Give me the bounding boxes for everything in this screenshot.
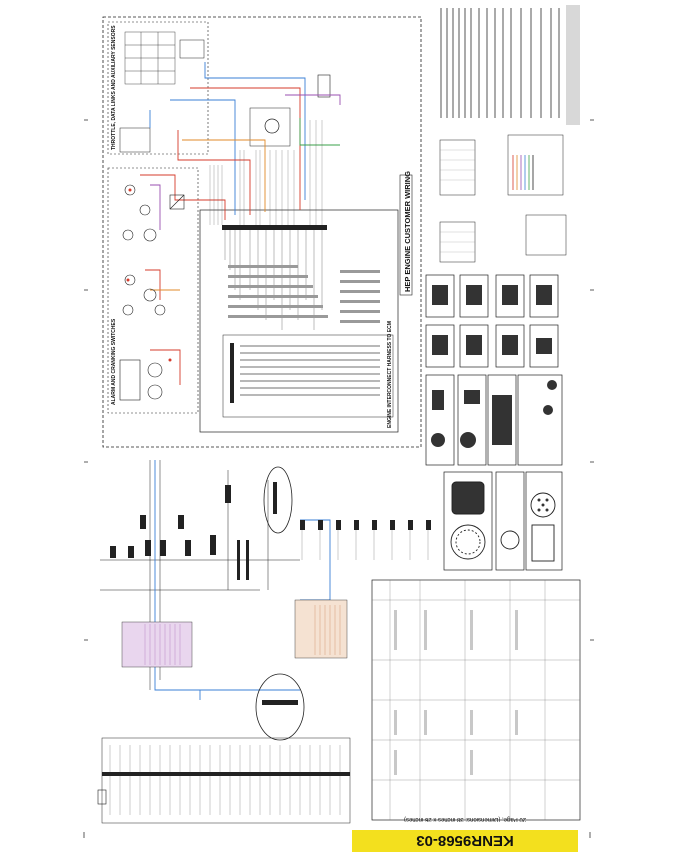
ecm-section-label: ENGINE INTERCONNECT HARNESS TO ECM bbox=[387, 321, 393, 428]
throttle-table bbox=[124, 31, 176, 85]
document-banner: KENR9568-03 bbox=[352, 830, 578, 852]
detail-oval-upper bbox=[263, 466, 293, 534]
ecm-connector-bar bbox=[222, 225, 327, 230]
alarm-red-dots bbox=[126, 188, 172, 362]
main-title: HEP ENGINE CUSTOMER WIRING bbox=[403, 171, 412, 292]
mid-connectors bbox=[110, 485, 249, 580]
throttle-module bbox=[119, 127, 151, 153]
top-right-notes-shade bbox=[566, 5, 580, 125]
connector-top bbox=[317, 74, 331, 98]
ecm-text-blocks bbox=[228, 265, 380, 323]
alarm-components bbox=[119, 184, 185, 401]
connector-drawings bbox=[425, 274, 563, 571]
wire-color-legend bbox=[512, 155, 534, 190]
bottom-harness-block bbox=[101, 737, 351, 824]
legend-lines bbox=[440, 149, 475, 253]
large-connector-pins bbox=[537, 498, 549, 512]
bottom-right-table-text bbox=[394, 610, 518, 775]
wire-routes bbox=[140, 62, 341, 385]
wire-bundle-top bbox=[209, 120, 323, 225]
legend-table-1 bbox=[439, 139, 476, 196]
sensor-box bbox=[249, 107, 291, 147]
throttle-box bbox=[179, 39, 205, 59]
document-subtitle: 20 Page, (Dimensions: 38 inches x 26 inc… bbox=[403, 816, 527, 822]
ecm-frame bbox=[199, 209, 399, 433]
ecm-lower-text bbox=[240, 345, 380, 396]
alarm-section-label: ALARM AND CRANKING SWITCHES bbox=[111, 318, 117, 405]
ecm-sub-frame bbox=[222, 334, 394, 418]
bundle-left-lines bbox=[144, 624, 181, 665]
alarm-frame bbox=[107, 167, 199, 414]
bottom-right-table-grid bbox=[372, 580, 580, 820]
title-box bbox=[399, 174, 413, 296]
top-right-notes-text bbox=[440, 8, 560, 118]
crop-marks bbox=[83, 119, 594, 838]
throttle-section-label: THROTTLE, DATA LINKS AND AUXILIARY SENSO… bbox=[111, 25, 117, 150]
legend-table-4 bbox=[525, 214, 567, 256]
bottom-harness-bar bbox=[102, 772, 350, 776]
bottom-harness-pins bbox=[109, 745, 341, 815]
bundle-left bbox=[121, 621, 193, 668]
bundle-right bbox=[294, 599, 348, 659]
document-number: KENR9568-03 bbox=[416, 832, 514, 849]
large-connectors bbox=[450, 481, 556, 562]
connector-fills bbox=[431, 285, 557, 448]
ecm-lower-connector bbox=[230, 343, 234, 403]
detail-oval-lower bbox=[255, 673, 305, 741]
mid-right-wires bbox=[301, 530, 429, 560]
bundle-right-lines bbox=[314, 605, 341, 655]
mid-right-connectors bbox=[300, 520, 431, 530]
legend-table-3 bbox=[507, 134, 564, 196]
main-dashed-frame bbox=[102, 16, 422, 448]
